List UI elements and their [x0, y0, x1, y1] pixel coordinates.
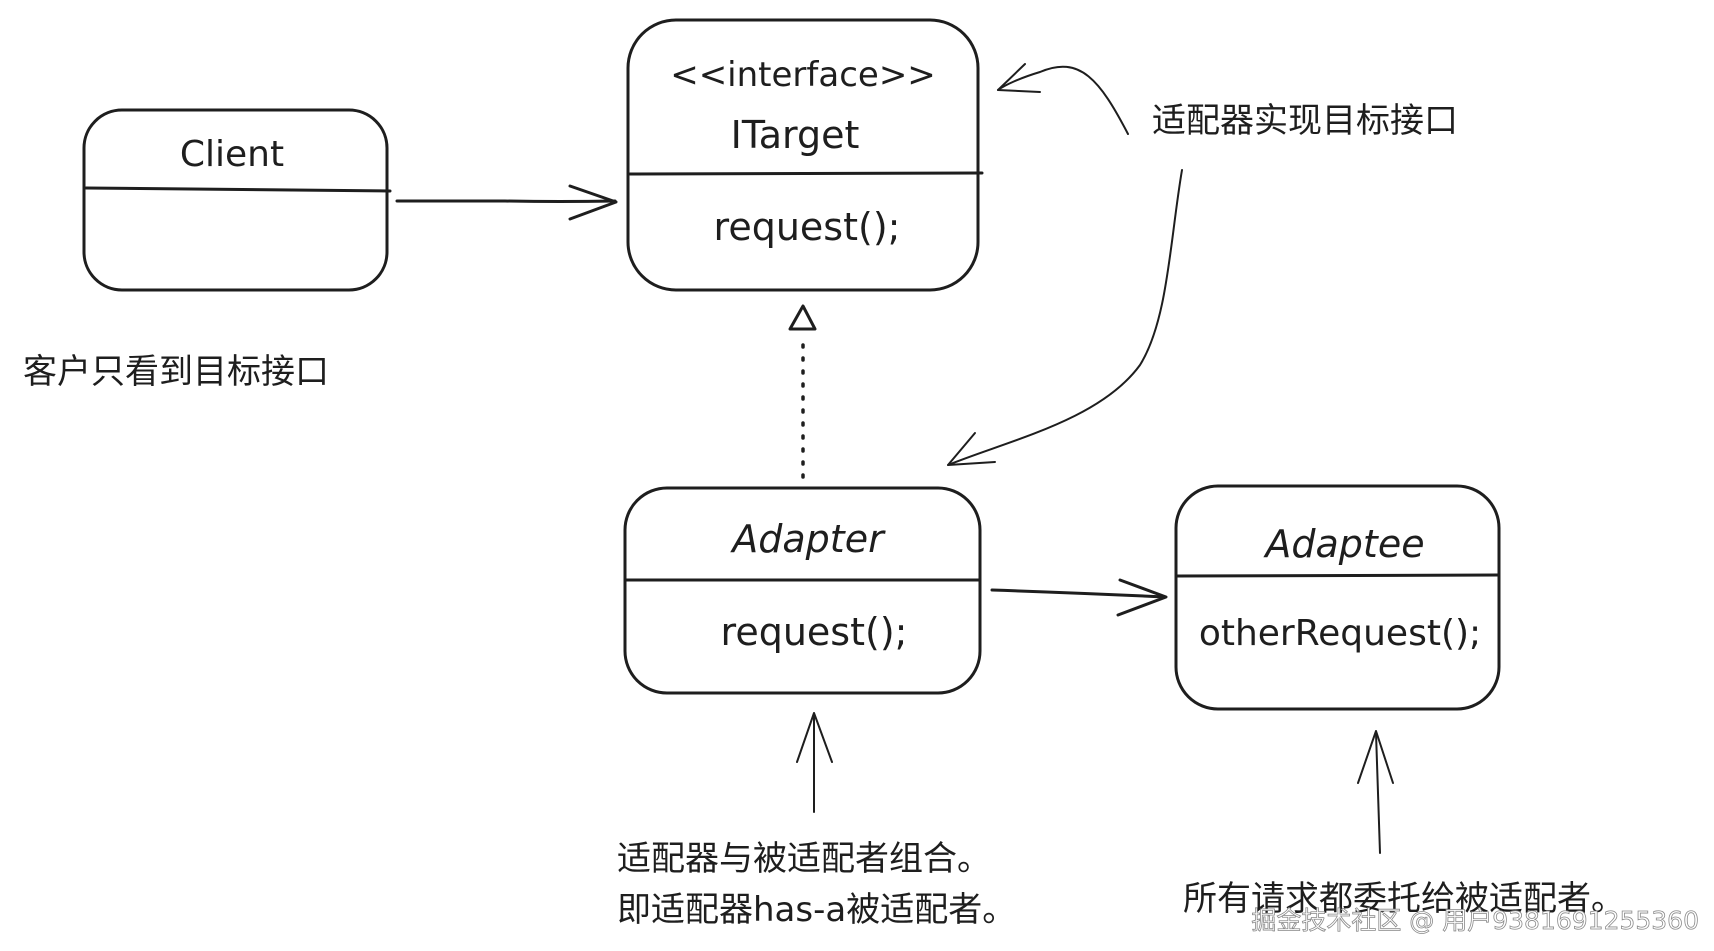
curved-line-down — [947, 169, 1183, 466]
adapter-note-line2: 即适配器has-a被适配者。 — [617, 890, 1016, 930]
adapter-name: Adapter — [729, 517, 886, 561]
client-note: 客户只看到目标接口 — [23, 352, 329, 392]
client-box — [82, 108, 389, 292]
itarget-name: ITarget — [731, 113, 860, 157]
watermark-text: 掘金技术社区 @ 用户9381691255360 — [1251, 906, 1699, 935]
realization-arrow — [788, 304, 817, 479]
target-note: 适配器实现目标接口 — [1152, 101, 1458, 141]
composition-line — [990, 588, 1167, 599]
target-note-arrow-to-adapter — [947, 169, 1183, 466]
adapter-class: Adapter request(); — [623, 486, 982, 695]
association-line — [395, 199, 617, 203]
client-name: Client — [180, 134, 284, 175]
adaptee-method: otherRequest(); — [1199, 613, 1481, 654]
curved-line-top — [997, 65, 1129, 135]
itarget-box — [626, 18, 980, 292]
curved-arrowhead-top — [997, 63, 1041, 93]
adaptee-note-line — [1375, 732, 1381, 854]
adaptee-note-arrowhead — [1357, 730, 1394, 784]
itarget-divider — [628, 171, 984, 176]
adaptee-box — [1174, 484, 1501, 711]
curved-arrowhead-down — [947, 432, 996, 466]
client-divider — [84, 186, 392, 193]
adaptee-note-arrow — [1357, 730, 1394, 854]
hollow-triangle-head — [788, 304, 817, 331]
adapter-note-arrow — [796, 712, 833, 813]
adapter-method: request(); — [721, 610, 908, 654]
itarget-interface: <<interface>> ITarget request(); — [626, 18, 984, 292]
adaptee-class: Adaptee otherRequest(); — [1174, 484, 1501, 711]
open-arrowhead — [568, 184, 618, 221]
itarget-stereotype: <<interface>> — [670, 55, 936, 95]
target-note-arrow-to-itarget — [997, 63, 1129, 135]
adapter-to-adaptee-arrow — [990, 578, 1168, 617]
client-to-itarget-arrow — [395, 184, 618, 221]
adaptee-note: 所有请求都委托给被适配者。 — [1183, 879, 1625, 919]
adapter-note-line1: 适配器与被适配者组合。 — [617, 839, 991, 879]
adapter-note-arrowhead — [796, 712, 833, 763]
adapter-box — [623, 486, 982, 695]
client-class: Client — [82, 108, 392, 292]
adaptee-name: Adaptee — [1262, 522, 1424, 566]
composition-arrowhead — [1116, 578, 1168, 617]
itarget-method: request(); — [714, 205, 901, 249]
adaptee-divider — [1175, 573, 1501, 578]
